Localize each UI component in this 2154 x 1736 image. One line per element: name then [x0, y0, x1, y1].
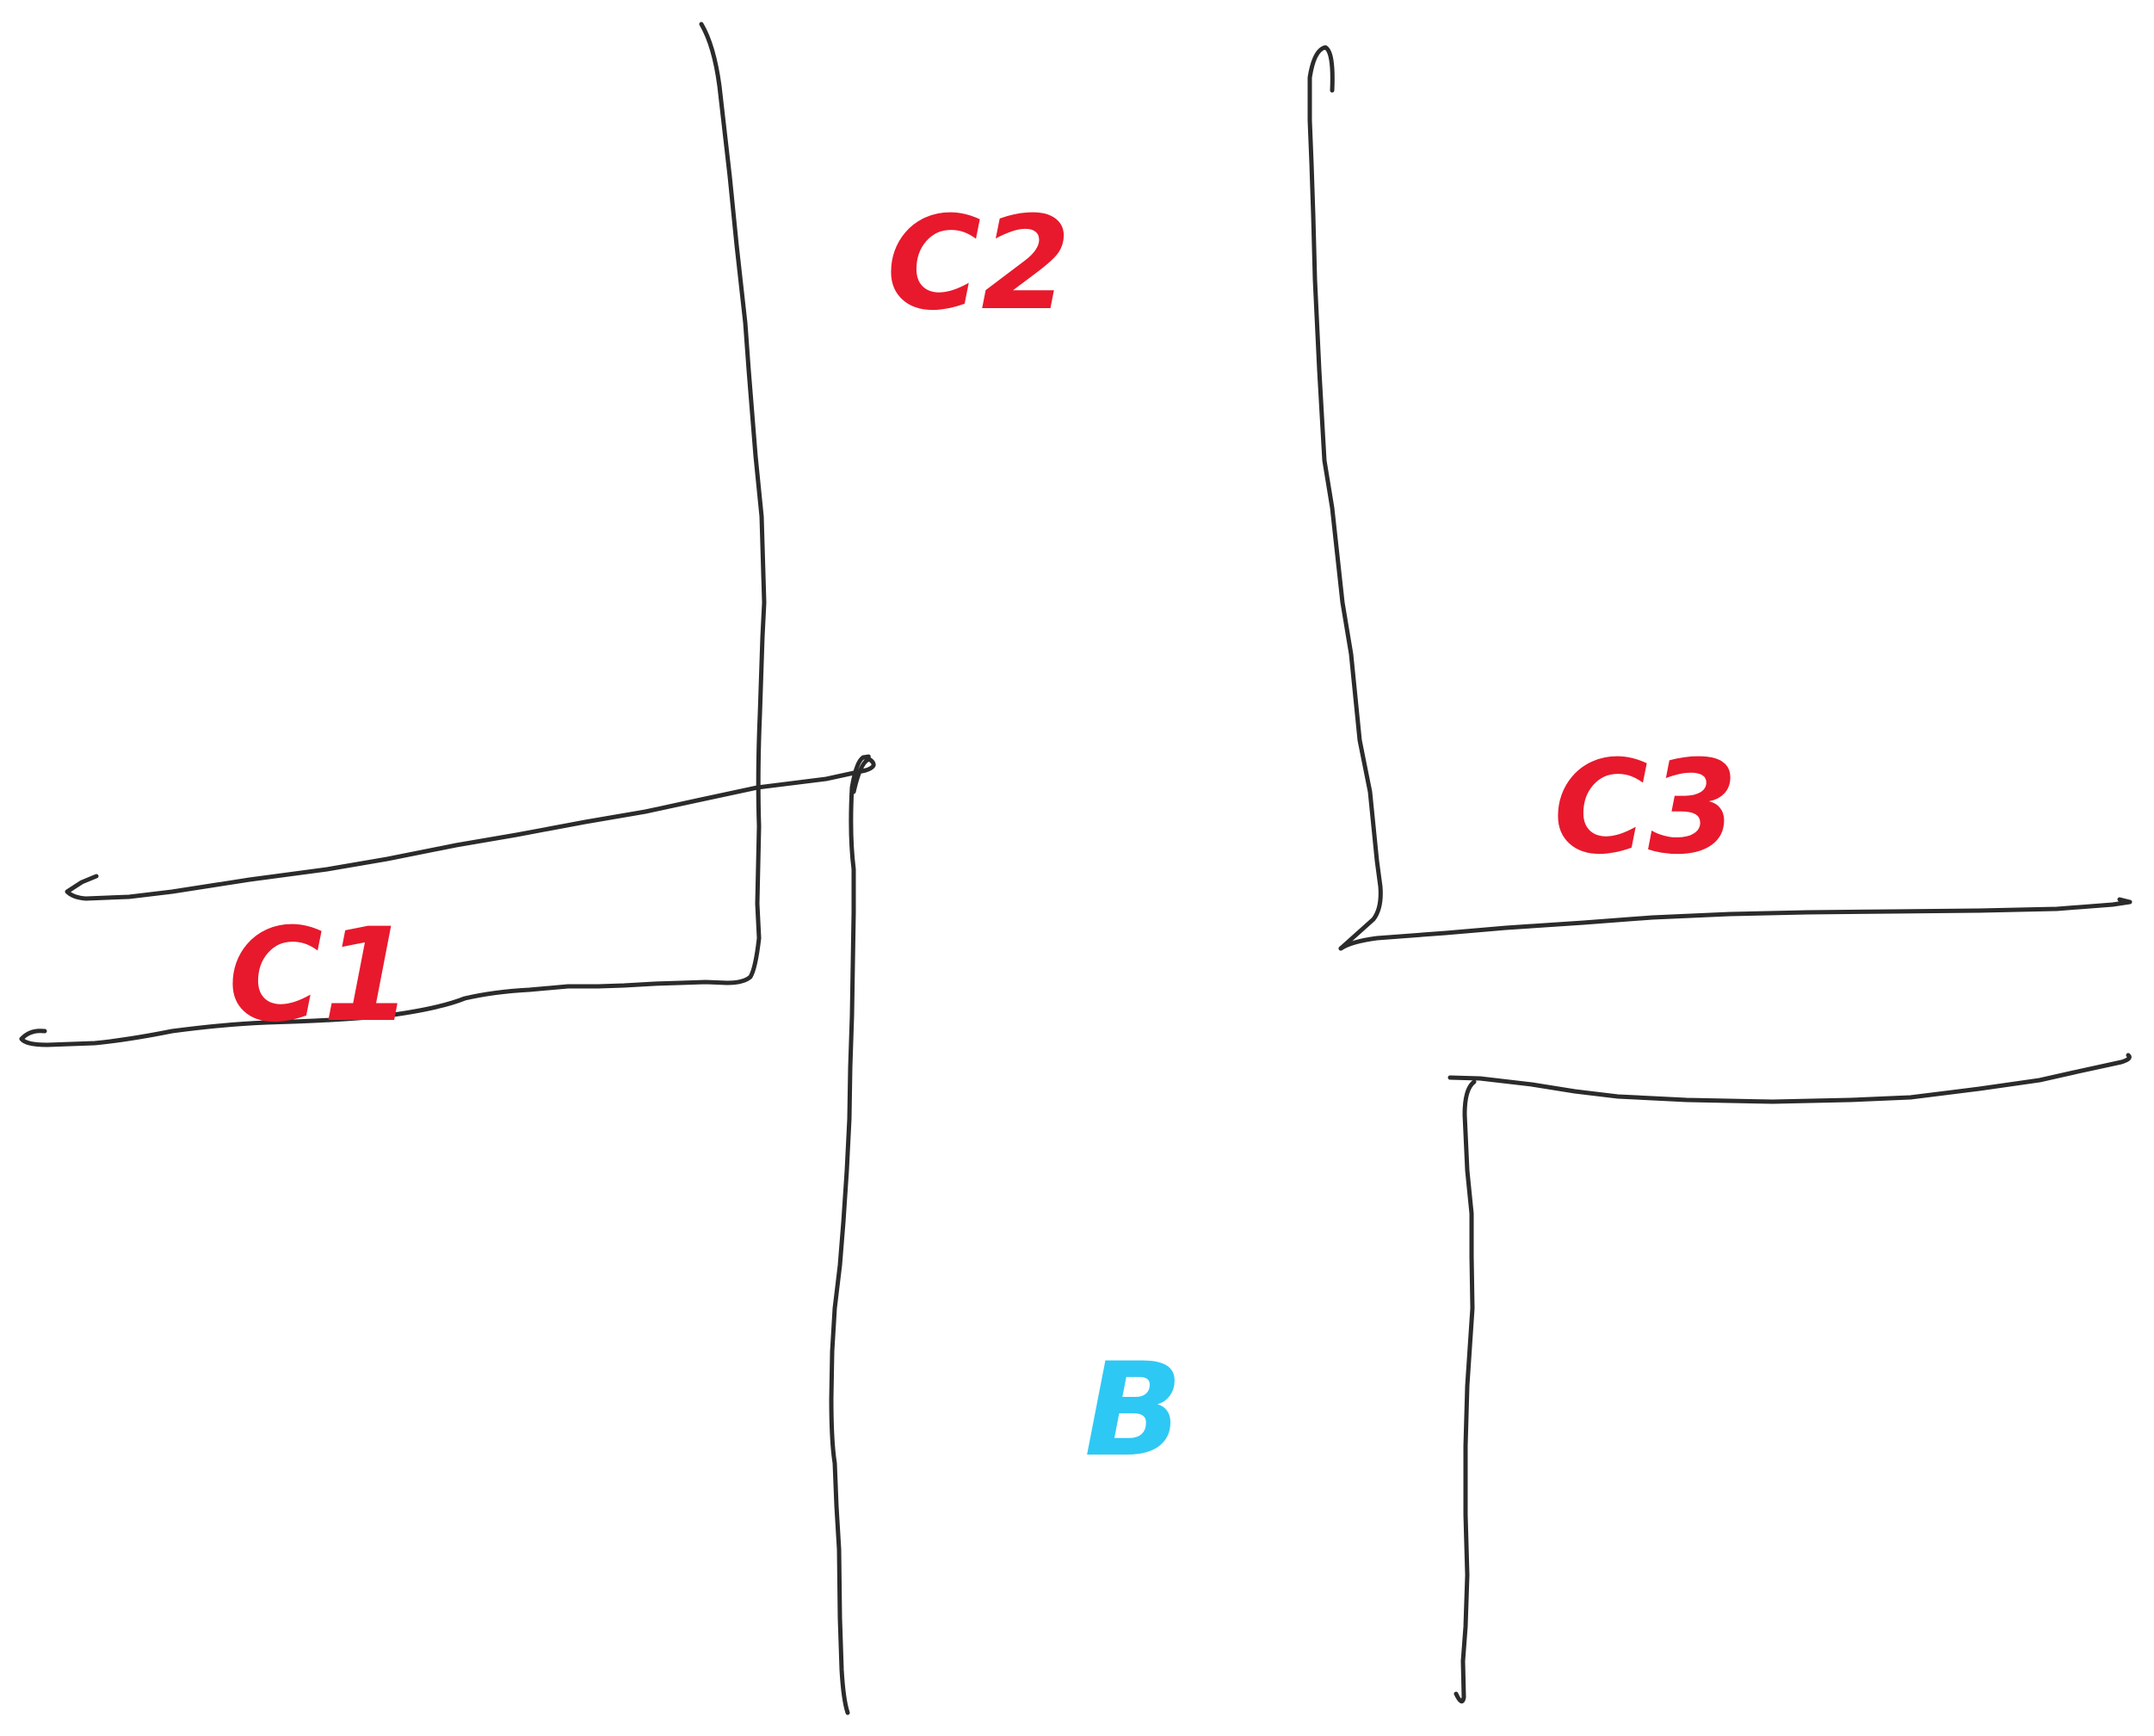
label-c1: C1 — [228, 901, 412, 1051]
wall-bottom-left-ledge — [65, 757, 876, 901]
wall-bottom-right-top — [1447, 1053, 2132, 1104]
wall-bottom-right-side — [1453, 1079, 1477, 1704]
wall-top-left-tick — [19, 1029, 47, 1041]
wall-bottom-left — [829, 754, 871, 1715]
label-b: B — [1084, 1336, 1182, 1486]
wall-top-right — [1307, 45, 1383, 951]
wall-top-left — [19, 22, 767, 1047]
label-c3: C3 — [1553, 733, 1737, 883]
label-c2: C2 — [886, 189, 1071, 339]
wall-top-right-floor — [1338, 897, 2132, 951]
